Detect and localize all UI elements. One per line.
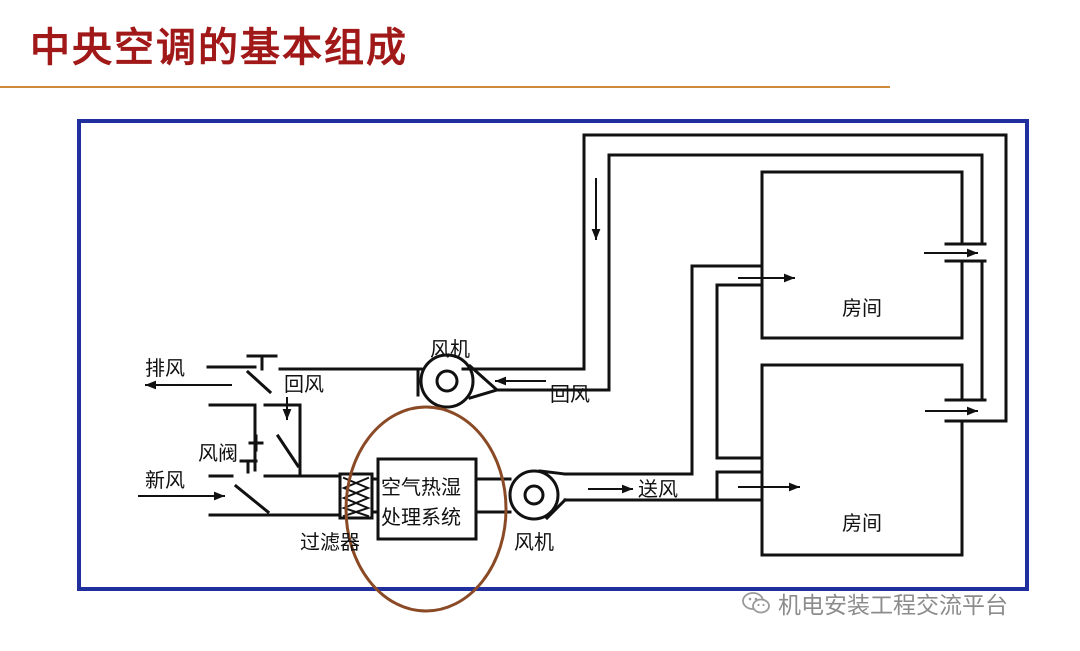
watermark-text: 机电安装工程交流平台 — [778, 593, 1008, 619]
label-unit-line2: 处理系统 — [381, 505, 461, 529]
diagram-frame — [77, 119, 1029, 591]
label-fan-top: 风机 — [430, 337, 470, 361]
label-filter: 过滤器 — [300, 530, 360, 554]
label-fresh-air: 新风 — [145, 468, 185, 492]
label-exhaust-air: 排风 — [145, 356, 185, 380]
wechat-icon — [742, 592, 770, 614]
watermark: 机电安装工程交流平台 — [742, 586, 1008, 620]
slide-title: 中央空调的基本组成 — [30, 25, 408, 71]
label-unit-line1: 空气热湿 — [381, 475, 461, 499]
diagram-labels: 排风 回风 风阀 新风 过滤器 风机 回风 空气热湿 处理系统 风机 送风 房间… — [145, 296, 882, 554]
label-return-air-right: 回风 — [550, 382, 590, 406]
title-divider — [0, 86, 890, 88]
flow-arrows — [138, 178, 978, 501]
label-room-lower: 房间 — [842, 511, 882, 535]
label-damper: 风阀 — [198, 441, 238, 465]
highlight-ellipse — [344, 405, 508, 613]
duct-network — [206, 133, 1008, 557]
label-supply-air: 送风 — [638, 477, 678, 501]
label-room-upper: 房间 — [842, 296, 882, 320]
label-fan-bottom: 风机 — [514, 530, 554, 554]
label-return-air-left: 回风 — [284, 372, 324, 396]
